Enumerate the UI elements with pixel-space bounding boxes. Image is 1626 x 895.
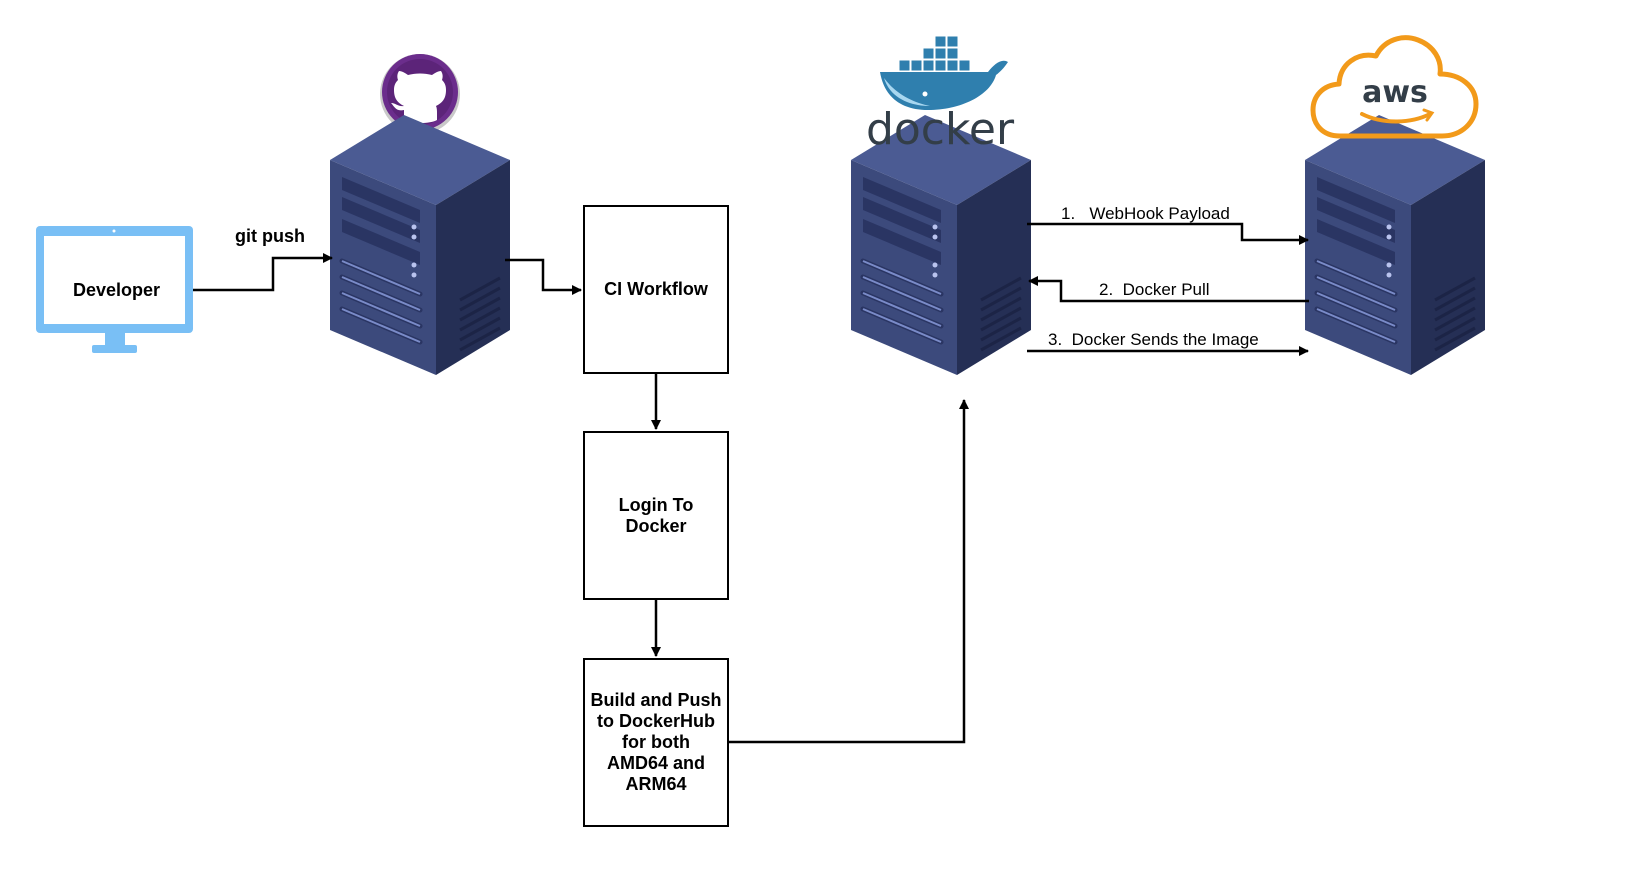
docker-whale-icon <box>880 35 1008 110</box>
git-push-label: git push <box>235 226 305 246</box>
docker-pull-label: 2. Docker Pull <box>1099 280 1210 299</box>
docker-logo-text: docker <box>866 104 1015 155</box>
ci-workflow-box: CI Workflow <box>583 205 729 374</box>
ci-workflow-label: CI Workflow <box>604 279 708 299</box>
build-to-dockerhub-arrow <box>728 399 969 744</box>
build-push-label: Build and Push to DockerHub for both AMD… <box>590 690 722 794</box>
github-to-ci-arrow <box>505 258 582 295</box>
developer-monitor-icon <box>36 226 193 353</box>
github-logo-icon <box>380 54 460 134</box>
login-docker-box: Login To Docker <box>583 431 729 600</box>
developer-label: Developer <box>73 280 161 300</box>
webhook-label: 1. WebHook Payload <box>1061 204 1230 223</box>
aws-logo-text: aws <box>1362 75 1428 110</box>
docker-pull-arrow <box>1028 276 1309 303</box>
webhook-arrow <box>1027 222 1309 245</box>
login-docker-label: Login To Docker <box>618 494 694 536</box>
aws-cloud-icon <box>1310 35 1479 139</box>
build-push-box: Build and Push to DockerHub for both AMD… <box>583 658 729 827</box>
aws-server-icon <box>1305 115 1485 375</box>
github-server-icon <box>330 115 510 375</box>
git-push-arrow <box>193 253 333 292</box>
send-image-label: 3. Docker Sends the Image <box>1048 330 1259 349</box>
